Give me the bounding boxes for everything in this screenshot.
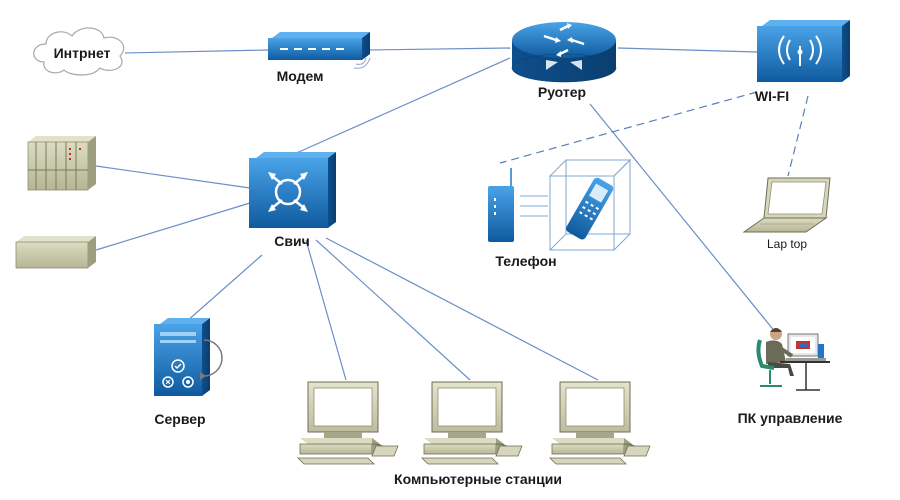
wireless-wifi-phone [499, 91, 758, 164]
desktop-computer-icon [421, 381, 523, 465]
phone-label: Телефон [495, 253, 556, 269]
phone-icon [488, 158, 632, 252]
laptop-label: Lap top [767, 237, 807, 251]
server[interactable]: Сервер [154, 318, 223, 427]
cloud-icon [33, 27, 125, 76]
link-switch-station-3 [325, 237, 599, 381]
wifi-access-point[interactable]: WI-FI [755, 20, 850, 104]
link-switch-station-1 [305, 239, 347, 381]
link-router-wifi [617, 47, 758, 53]
workstation-2[interactable] [421, 381, 523, 465]
phone[interactable]: Телефон [488, 158, 632, 269]
rack-icon [27, 136, 96, 191]
wireless-wifi-laptop [787, 95, 809, 177]
desktop-computer-icon [297, 381, 399, 465]
wireless-links [499, 91, 809, 177]
router-label: Руотер [538, 84, 586, 100]
laptop-icon [742, 177, 831, 233]
admin-pc-label: ПК управление [738, 410, 843, 426]
rack-equipment[interactable] [27, 136, 96, 191]
connections [95, 47, 777, 381]
modem[interactable]: Модем [268, 32, 371, 84]
link-switch-server [185, 254, 263, 323]
workstations-label: Компьютерные станции [394, 471, 562, 487]
link-internet-modem [124, 49, 269, 54]
switch[interactable]: Свич [249, 152, 336, 249]
switch-icon [249, 152, 336, 228]
desktop-computer-icon [549, 381, 651, 465]
box-icon [15, 236, 96, 269]
laptop[interactable]: Lap top [742, 177, 831, 251]
link-switch-station-2 [315, 239, 471, 381]
switch-label: Свич [274, 233, 309, 249]
internet-label: Интрнет [54, 45, 111, 61]
link-modem-router [367, 47, 511, 51]
link-box-switch [95, 202, 251, 251]
router[interactable]: Руотер [511, 22, 617, 100]
network-box[interactable] [15, 236, 96, 269]
workstation-1[interactable] [297, 381, 399, 465]
modem-label: Модем [277, 68, 324, 84]
router-icon [511, 22, 617, 83]
server-label: Сервер [154, 411, 205, 427]
admin-pc[interactable]: ПК управление [738, 328, 843, 426]
person-at-computer-icon [756, 328, 830, 391]
link-router-admin-pc [589, 103, 777, 334]
wifi-icon [757, 20, 850, 82]
wifi-label: WI-FI [755, 88, 789, 104]
workstation-3[interactable] [549, 381, 651, 465]
internet-cloud[interactable]: Интрнет [33, 27, 125, 76]
link-router-switch [291, 57, 511, 156]
modem-icon [268, 32, 371, 69]
link-rack-switch [95, 165, 251, 189]
server-icon [154, 318, 223, 396]
